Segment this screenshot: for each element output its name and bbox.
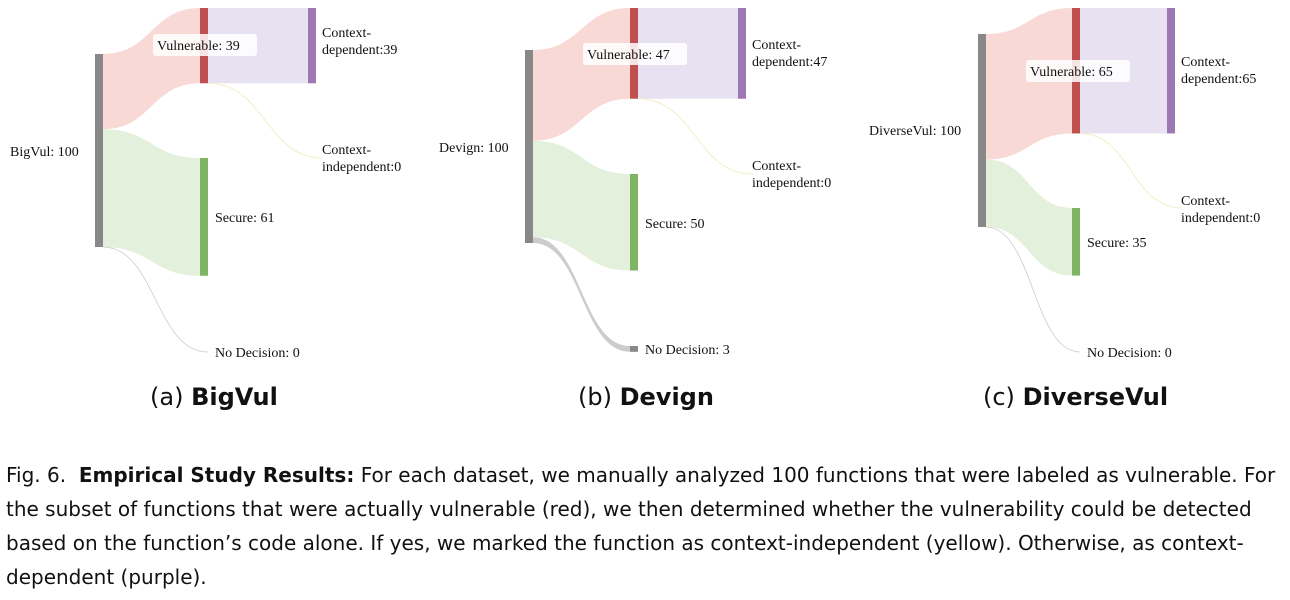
sankey-bigvul: BigVul: 100 Vulnerable: 39 Secure: 61 No De… (10, 8, 401, 361)
node-label-line: BigVul: 100 (10, 145, 79, 160)
node-label-line: independent:0 (752, 176, 831, 191)
panel-caption-dataset: Devign (619, 383, 714, 411)
node-secure (200, 158, 208, 276)
link-source-vulnerable (533, 8, 630, 141)
node-label-background (1026, 60, 1130, 82)
panel-caption-bigvul: (a) BigVul (150, 383, 278, 411)
link-source-vulnerable (103, 8, 200, 130)
node-label-ctxdep: Context-dependent:65 (1181, 55, 1256, 87)
node-label-line: Context- (1181, 55, 1230, 70)
node-label-vulnerable: Vulnerable: 65 (1030, 65, 1113, 80)
node-label-source: DiverseVul: 100 (869, 124, 961, 139)
node-label-line: dependent:39 (322, 43, 397, 58)
node-label-nodecision: No Decision: 0 (215, 346, 300, 361)
node-label-line: independent:0 (1181, 211, 1260, 226)
node-label-ctxdep: Context-dependent:47 (752, 38, 827, 70)
figure-caption-text: For each dataset, we manually analyzed 1… (6, 463, 1276, 589)
link-vulnerable-ctxindep (1079, 132, 1183, 209)
node-label-line: No Decision: 3 (645, 343, 730, 358)
node-label-line: Context- (322, 26, 371, 41)
node-label-line: Context- (752, 38, 801, 53)
node-secure (1072, 208, 1080, 276)
labels: BigVul: 100 Vulnerable: 39 Secure: 61 No De… (10, 26, 401, 361)
link-vulnerable-ctxdep (208, 8, 308, 84)
node-ctxdep (738, 8, 746, 99)
node-label-line: Context- (1181, 194, 1230, 209)
node-label-line: No Decision: 0 (1087, 346, 1172, 361)
link-source-secure (103, 129, 200, 276)
node-ctxdep (1167, 8, 1175, 134)
node-label-line: Context- (752, 159, 801, 174)
node-label-ctxindep: Context-independent:0 (752, 159, 831, 191)
link-vulnerable-ctxindep (207, 82, 324, 159)
panel-caption-dataset: BigVul (191, 383, 278, 411)
node-source (525, 50, 533, 243)
labels: Devign: 100 Vulnerable: 47 Secure: 50 No De… (439, 38, 831, 358)
node-source (978, 34, 986, 227)
node-label-line: Vulnerable: 39 (157, 39, 240, 54)
links (985, 8, 1183, 353)
panel-caption-prefix: (a) (150, 383, 184, 411)
node-label-line: Context- (322, 143, 371, 158)
node-label-vulnerable: Vulnerable: 39 (157, 39, 240, 54)
labels: DiverseVul: 100 Vulnerable: 65 Secure: 35 N… (869, 55, 1260, 361)
node-label-line: DiverseVul: 100 (869, 124, 961, 139)
node-label-background (153, 34, 257, 56)
node-label-ctxindep: Context-independent:0 (322, 143, 401, 175)
node-label-line: independent:0 (322, 160, 401, 175)
panel-caption-prefix: (c) (983, 383, 1015, 411)
sankey-devign: Devign: 100 Vulnerable: 47 Secure: 50 No De… (439, 8, 831, 358)
node-secure (630, 174, 638, 271)
panel-caption-devign: (b) Devign (578, 383, 714, 411)
figure-caption-label: Fig. 6. (6, 463, 67, 487)
node-label-line: Secure: 50 (645, 217, 704, 232)
figure-caption-heading: Empirical Study Results: (78, 463, 355, 487)
node-label-line: Devign: 100 (439, 141, 509, 156)
node-label-vulnerable: Vulnerable: 47 (587, 48, 670, 63)
link-vulnerable-ctxindep (637, 98, 754, 175)
node-ctxdep (308, 8, 316, 84)
panel-caption-dataset: DiverseVul (1022, 383, 1169, 411)
node-label-line: dependent:65 (1181, 72, 1256, 87)
link-vulnerable-ctxdep (638, 8, 738, 99)
node-label-line: Secure: 35 (1087, 236, 1146, 251)
links (533, 8, 754, 352)
link-source-secure (986, 159, 1072, 276)
panel-caption-diversevul: (c) DiverseVul (983, 383, 1168, 411)
link-source-nodecision (533, 237, 630, 352)
node-nodecision (630, 346, 638, 352)
sankey-diversevul: DiverseVul: 100 Vulnerable: 65 Secure: 35 N… (869, 8, 1260, 361)
node-label-line: Vulnerable: 65 (1030, 65, 1113, 80)
node-label-ctxindep: Context-independent:0 (1181, 194, 1260, 226)
link-source-vulnerable (986, 8, 1072, 160)
node-label-nodecision: No Decision: 3 (645, 343, 730, 358)
node-label-line: Secure: 61 (215, 211, 274, 226)
node-label-source: BigVul: 100 (10, 145, 79, 160)
node-label-source: Devign: 100 (439, 141, 509, 156)
node-label-line: No Decision: 0 (215, 346, 300, 361)
node-label-nodecision: No Decision: 0 (1087, 346, 1172, 361)
node-label-line: dependent:47 (752, 55, 827, 70)
panel-caption-prefix: (b) (578, 383, 612, 411)
node-label-background (583, 43, 687, 65)
link-source-secure (533, 140, 630, 271)
links (102, 8, 324, 353)
link-source-nodecision (102, 246, 209, 353)
link-source-nodecision (985, 226, 1081, 353)
node-label-secure: Secure: 35 (1087, 236, 1146, 251)
node-label-ctxdep: Context-dependent:39 (322, 26, 397, 58)
node-label-secure: Secure: 61 (215, 211, 274, 226)
node-label-secure: Secure: 50 (645, 217, 704, 232)
figure-caption: Fig. 6. Empirical Study Results: For eac… (6, 458, 1286, 594)
node-label-line: Vulnerable: 47 (587, 48, 670, 63)
node-source (95, 54, 103, 247)
